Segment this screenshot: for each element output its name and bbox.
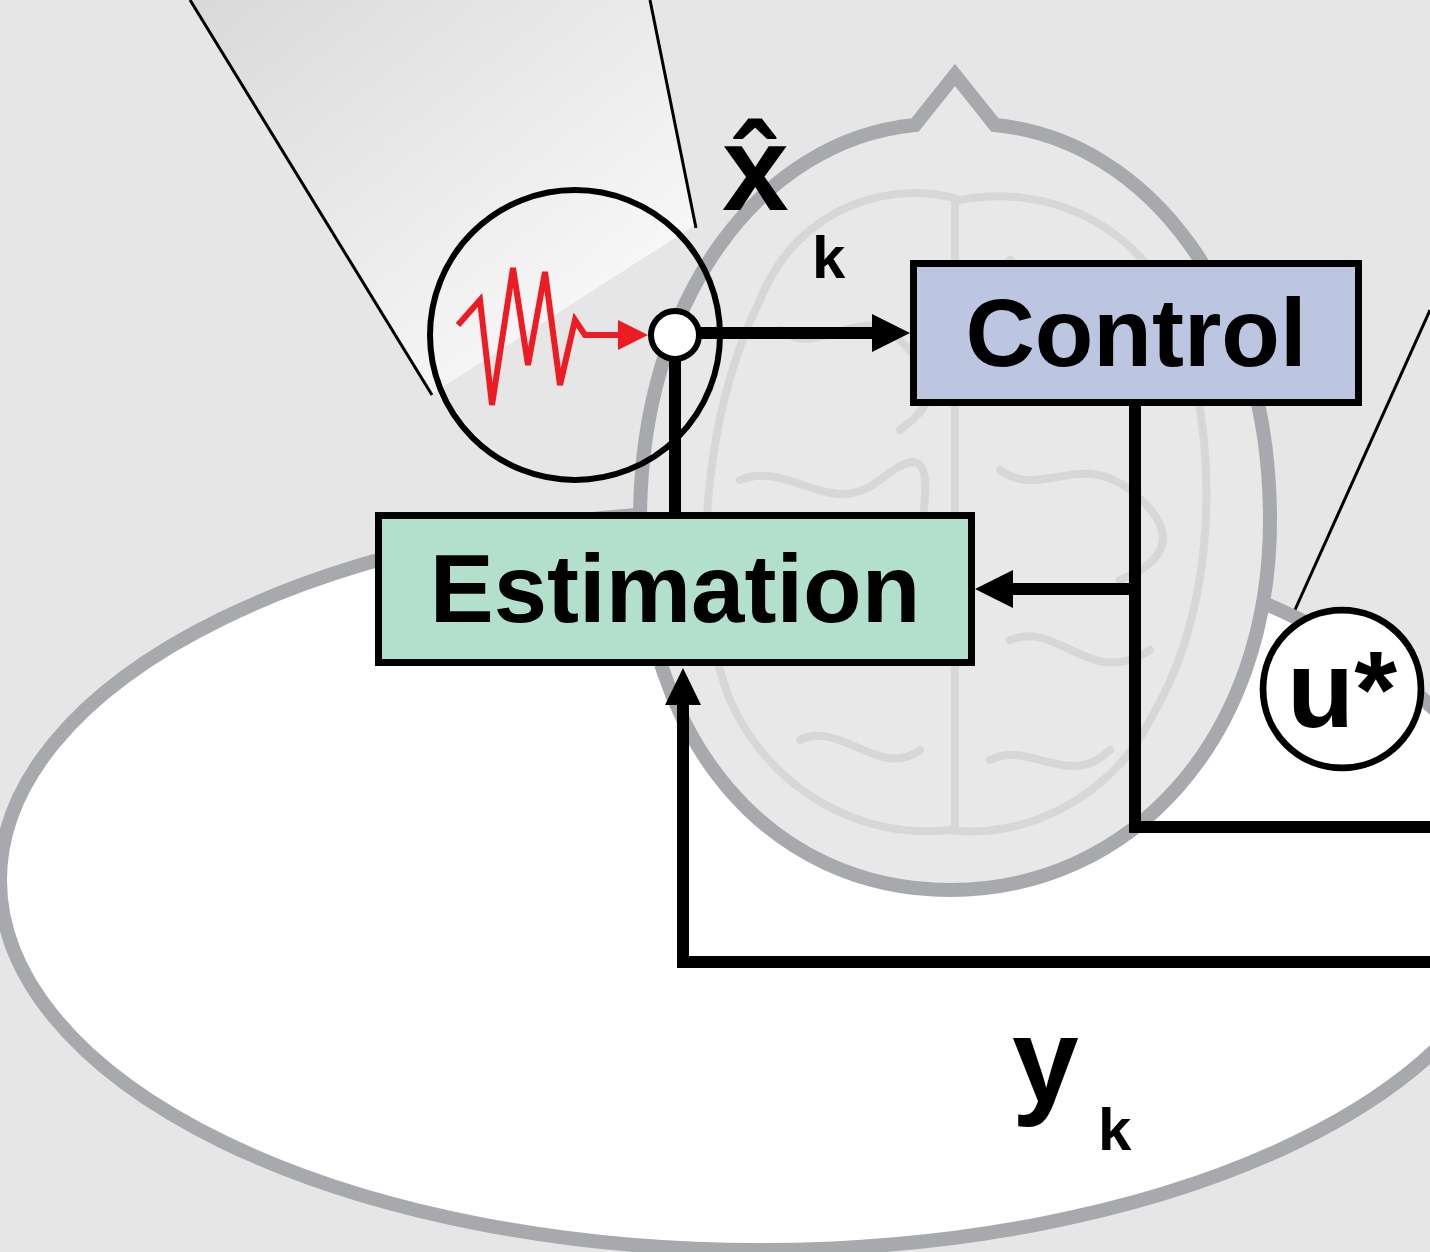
control-output-wire <box>1135 590 1430 827</box>
leader-line <box>650 0 696 228</box>
signal-arrow <box>675 314 910 512</box>
head-outline <box>640 75 1270 890</box>
callout-circle: u* <box>1258 605 1426 773</box>
noise-arrowhead <box>618 320 648 350</box>
process-box: Control <box>910 260 1362 406</box>
connector-line <box>675 333 872 512</box>
arrowhead <box>975 570 1013 608</box>
measurement-symbol: y <box>1012 1000 1079 1120</box>
box-label: Control <box>965 285 1306 381</box>
signal-arrow <box>975 406 1135 608</box>
connector-line <box>1013 406 1135 589</box>
leader-line <box>190 0 432 395</box>
summing-dot <box>651 311 699 359</box>
box-label: Estimation <box>430 541 921 637</box>
signal-label: u* <box>1287 634 1397 744</box>
circle-shape <box>1263 610 1421 768</box>
noise-signal <box>458 268 620 405</box>
subscript: k <box>812 228 845 288</box>
process-box: Estimation <box>375 512 975 666</box>
measurement-arrowhead <box>665 668 701 705</box>
state-estimate-symbol: x̂ <box>722 108 789 228</box>
arrowhead <box>872 314 910 352</box>
subscript: k <box>1098 1100 1131 1160</box>
